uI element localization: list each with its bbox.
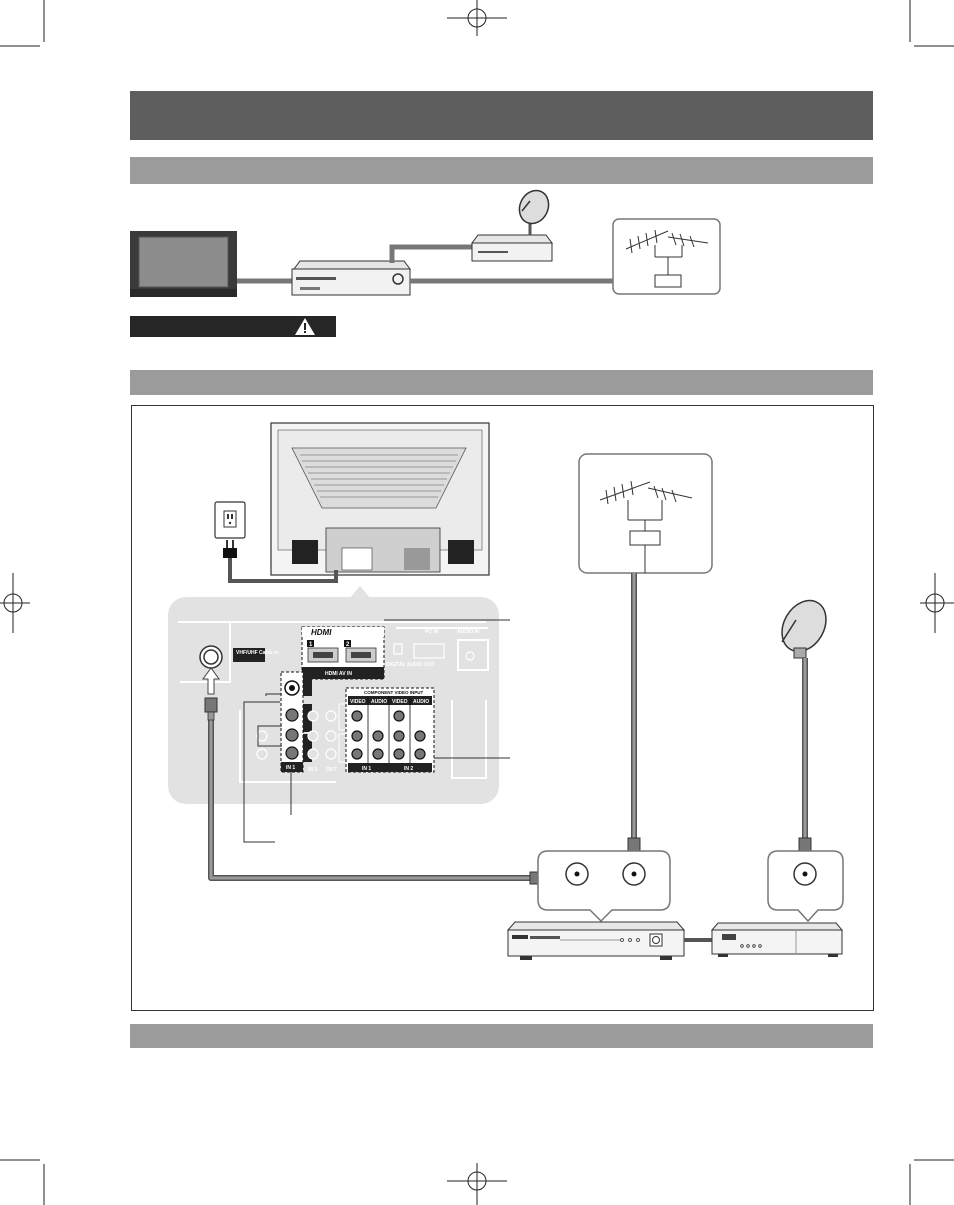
tv-rear-illustration — [270, 422, 490, 576]
pc-audio-ports: PC IN AUDIO IN DIGITAL AUDIO OUT — [386, 629, 480, 668]
in1-left-label: IN 1 — [286, 765, 295, 771]
component-video-1: VIDEO — [350, 699, 366, 705]
page-title-bar — [130, 91, 873, 140]
power-cord — [228, 558, 338, 583]
hdmi-logo: HDMI — [311, 628, 332, 637]
hdmi-input-box: HDMI 1 2 HDMI AV IN — [301, 626, 385, 680]
section-header-bar-2 — [130, 370, 873, 395]
antenna-box — [612, 218, 721, 295]
vhf-uhf-label-box — [233, 648, 265, 662]
hdmi-port-2-label: 2 — [346, 642, 350, 648]
satellite-connector-callout — [767, 850, 844, 923]
pc-in-label: PC IN — [425, 629, 439, 635]
component-audio-2: AUDIO — [413, 699, 429, 705]
wall-outlet-icon — [214, 501, 246, 539]
hdmi-port-1-label: 1 — [309, 642, 313, 648]
arrow-up-icon — [202, 667, 220, 695]
tv-illustration — [130, 231, 237, 297]
vhf-uhf-label: VHF/UHF Cable In — [236, 650, 279, 656]
component-audio-1: AUDIO — [371, 699, 387, 705]
video-in-1-box: IN 1 — [280, 671, 312, 773]
satellite-dish-icon — [518, 189, 550, 235]
section-header-bar-1 — [130, 157, 873, 184]
recorder-connector-callout — [537, 850, 671, 923]
component-in2-label: IN 2 — [404, 766, 413, 772]
section-header-bar-3 — [130, 1024, 873, 1048]
satellite-receiver-illustration — [471, 234, 553, 262]
caution-label-bar — [130, 316, 336, 337]
overview-connection-diagram — [130, 189, 721, 297]
dvd-recorder-illustration — [291, 260, 411, 296]
callout-line-s-video — [243, 701, 280, 843]
hdmi-av-in-label: HDMI AV IN — [325, 671, 352, 677]
f-connector-left — [204, 697, 218, 721]
digital-audio-out-label: DIGITAL AUDIO OUT — [386, 662, 435, 668]
dvd-recorder-detail-illustration — [506, 921, 686, 960]
power-plug-icon — [223, 540, 237, 558]
component-video-input-box: COMPONENT VIDEO INPUT VIDEO AUDIO VIDEO … — [345, 687, 435, 773]
satellite-receiver-detail-illustration — [710, 922, 844, 957]
component-video-2: VIDEO — [392, 699, 408, 705]
audio-in-label: AUDIO IN — [457, 629, 480, 635]
cable-in-jack — [199, 645, 223, 669]
component-video-input-label: COMPONENT VIDEO INPUT — [364, 690, 424, 695]
component-in1-label: IN 1 — [362, 766, 371, 772]
in3-label: IN 3 — [308, 767, 317, 773]
warning-triangle-icon — [295, 318, 315, 335]
satellite-dish-detail-icon — [781, 599, 827, 659]
out-label: OUT — [326, 767, 337, 773]
